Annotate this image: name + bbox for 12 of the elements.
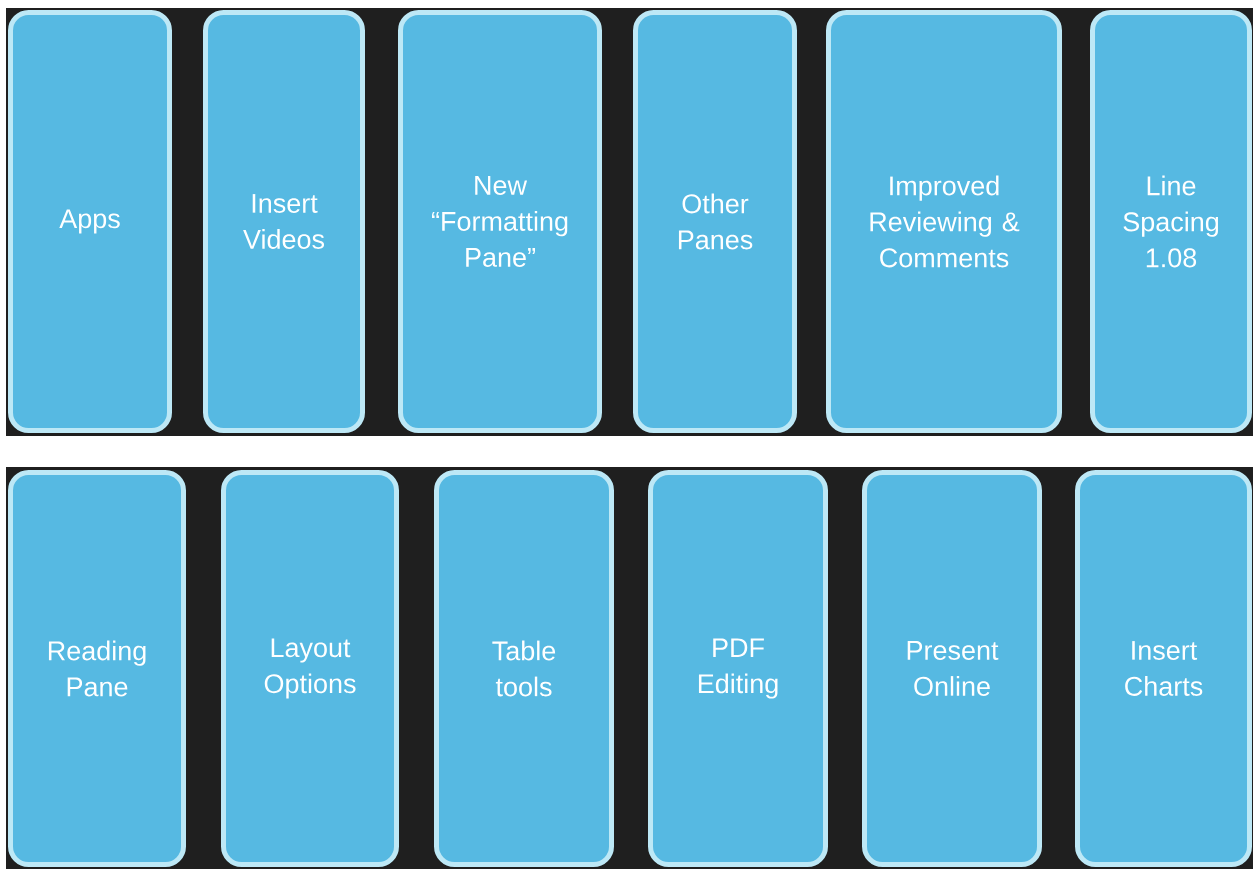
- feature-tile: Reading Pane: [8, 470, 186, 867]
- feature-tile: Improved Reviewing & Comments: [826, 10, 1062, 433]
- feature-tile: New “Formatting Pane”: [398, 10, 602, 433]
- feature-tile: Table tools: [434, 470, 614, 867]
- feature-tile: Present Online: [862, 470, 1042, 867]
- feature-tile: Insert Videos: [203, 10, 365, 433]
- feature-tile: Apps: [8, 10, 172, 433]
- feature-tile: Other Panes: [633, 10, 797, 433]
- feature-tile: Line Spacing 1.08: [1090, 10, 1252, 433]
- feature-tile: Layout Options: [221, 470, 399, 867]
- feature-tile: PDF Editing: [648, 470, 828, 867]
- feature-tile: Insert Charts: [1075, 470, 1252, 867]
